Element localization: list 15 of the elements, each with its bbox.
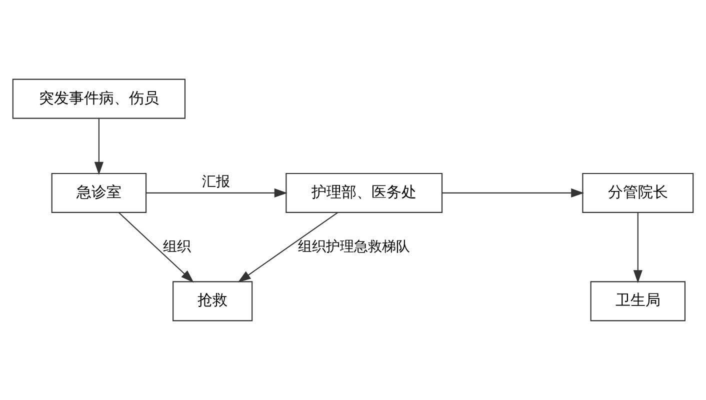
arrow <box>94 118 104 175</box>
arrow <box>146 188 288 198</box>
node-box: 抢救 <box>172 281 253 322</box>
arrow <box>238 212 338 282</box>
arrow <box>442 188 584 198</box>
node-box: 分管院长 <box>582 172 694 213</box>
arrow <box>118 212 194 283</box>
node-box: 护理部、医务处 <box>286 172 443 213</box>
node-box: 急诊室 <box>51 172 147 213</box>
node-box: 卫生局 <box>590 281 686 322</box>
node-box: 突发事件病、伤员 <box>12 78 186 119</box>
edge-label: 组织 <box>162 238 191 255</box>
edge-label: 组织护理急救梯队 <box>298 238 410 255</box>
edge-label: 汇报 <box>202 174 230 190</box>
arrow <box>633 212 642 284</box>
